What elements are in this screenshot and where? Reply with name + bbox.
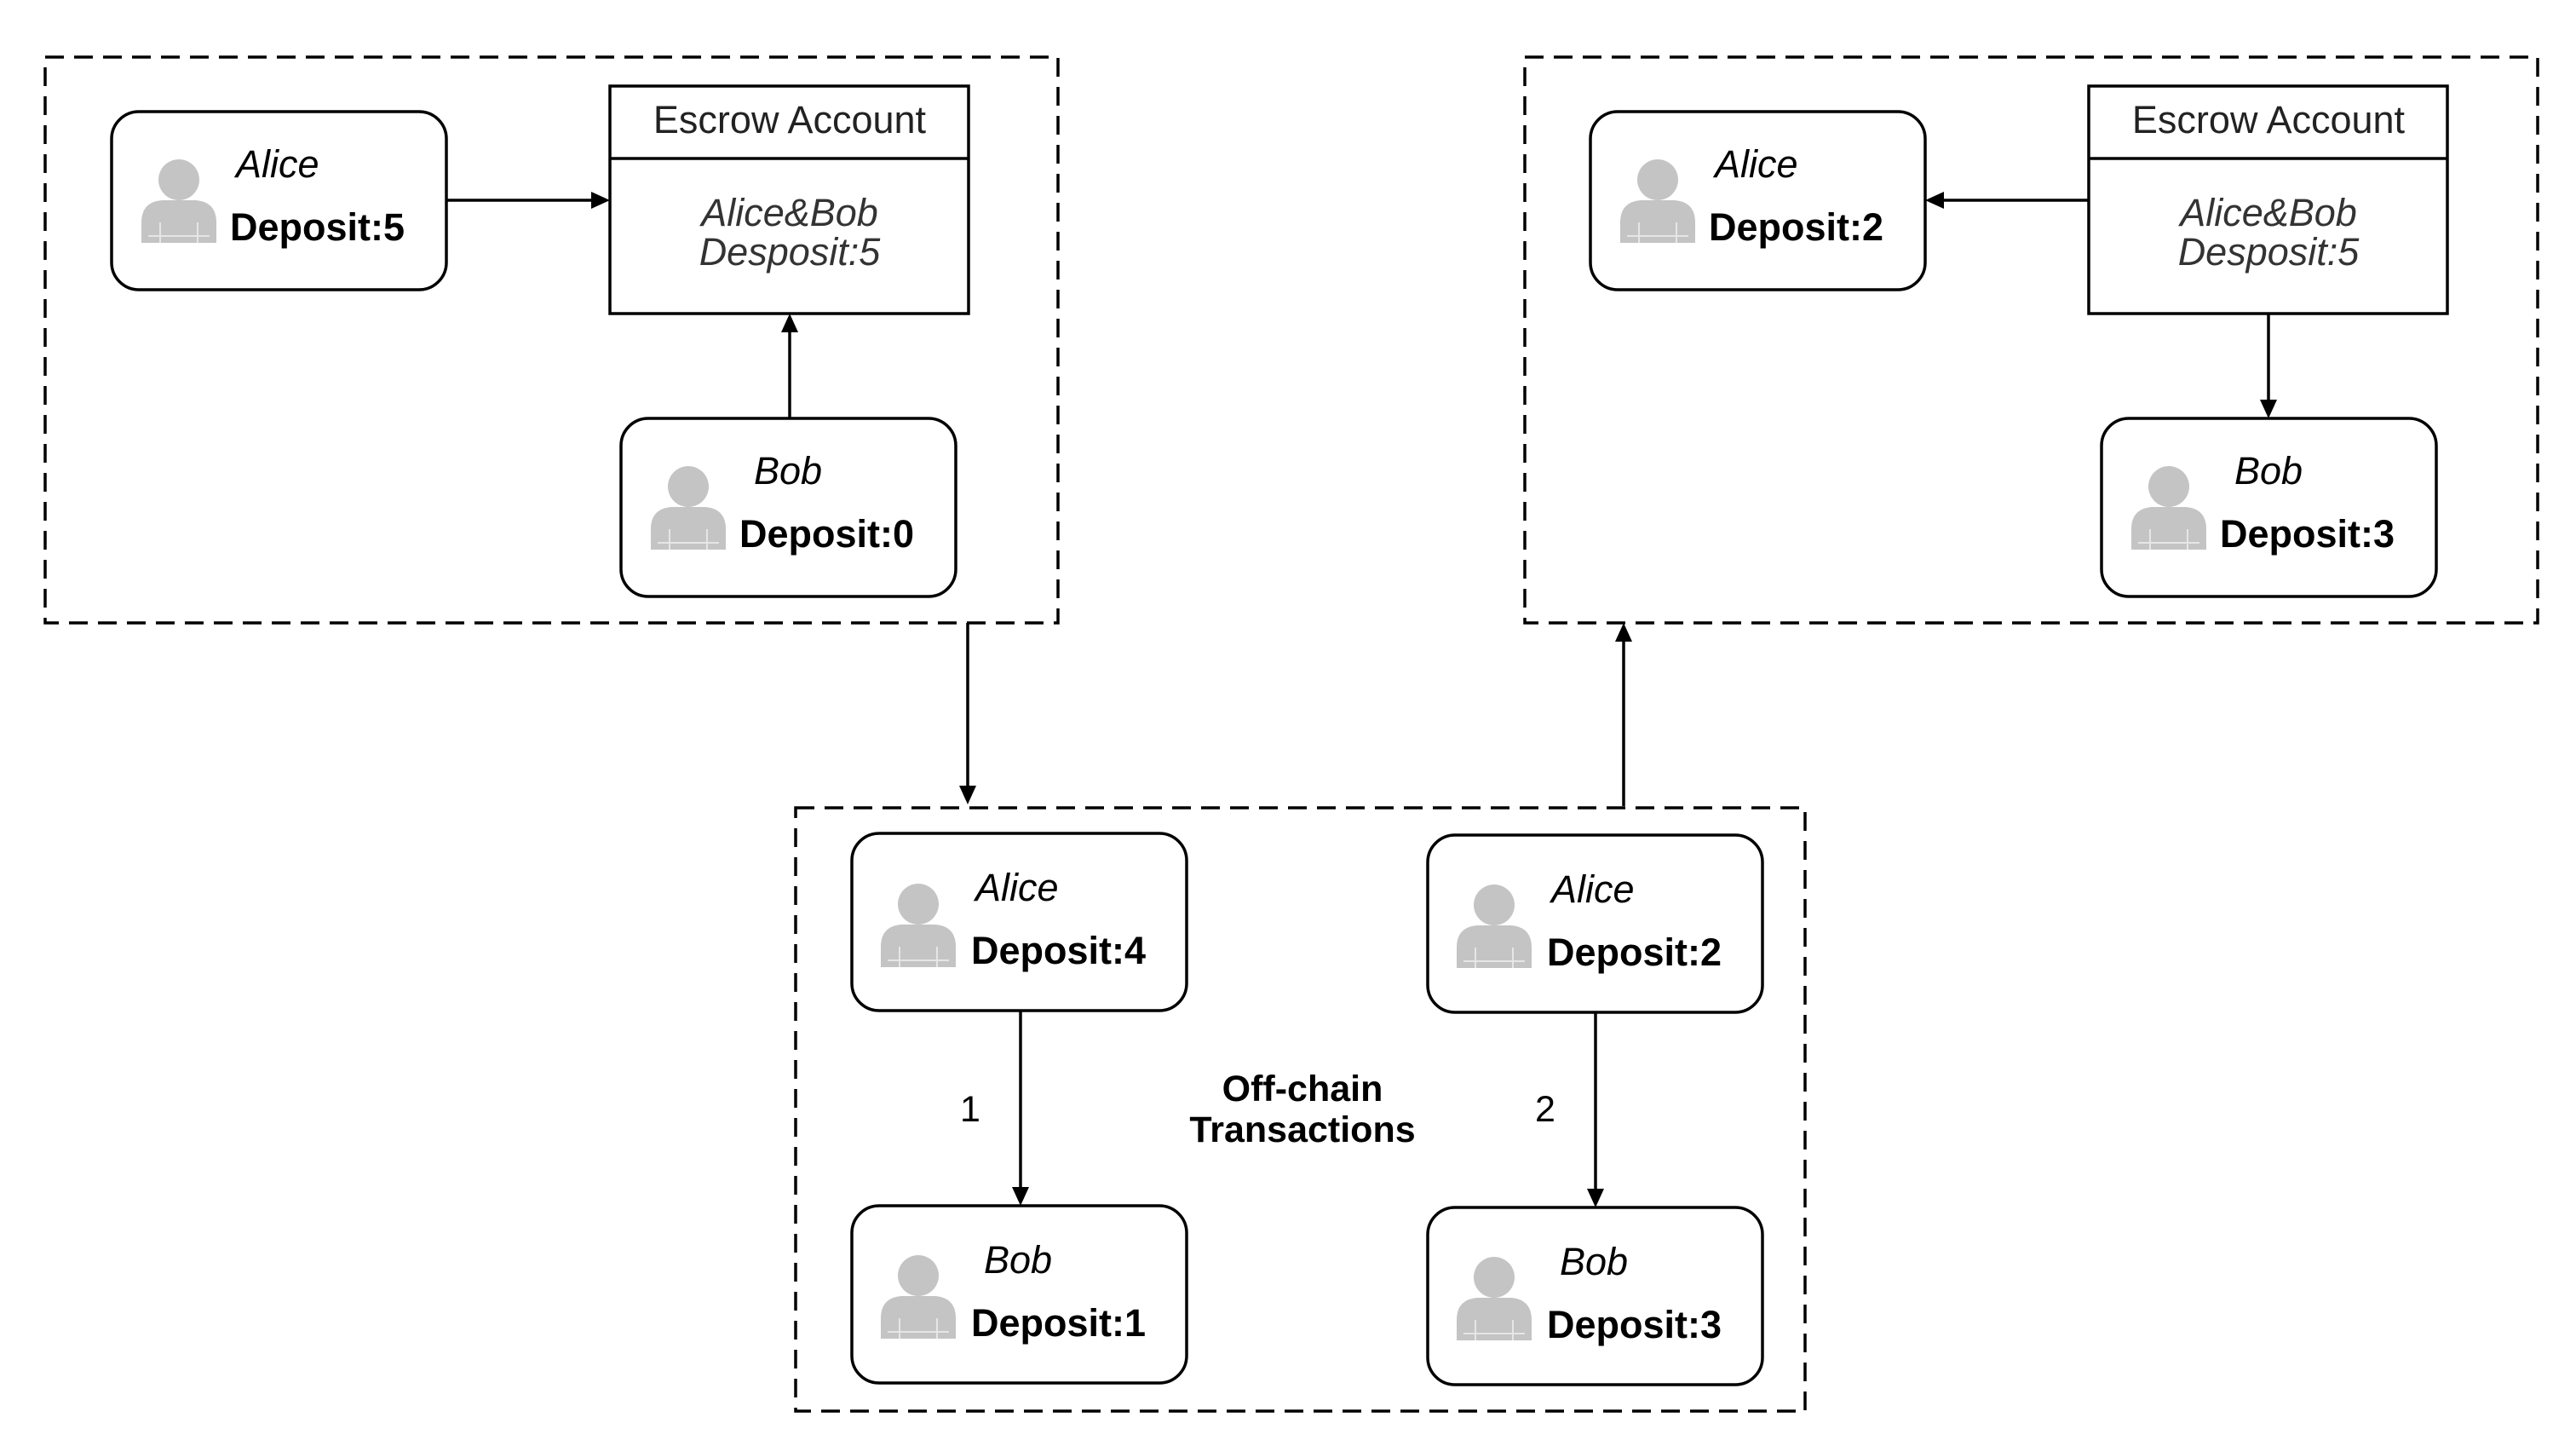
tx2-bob-node: Bob Deposit:3: [1426, 1206, 1764, 1386]
bob-node-final: Bob Deposit:3: [2100, 417, 2438, 598]
final-state-group: [1523, 55, 2539, 625]
alice-node-final: Alice Deposit:2: [1589, 110, 1927, 291]
bob-deposit: Deposit:1: [971, 1301, 1146, 1345]
arrow-close-channel: [1615, 623, 1632, 806]
bob-deposit: Deposit:0: [739, 512, 914, 556]
escrow-account-left: Escrow Account Alice&Bob Desposit:5: [608, 84, 970, 315]
alice-name: Alice: [233, 142, 319, 186]
step-label-1: 1: [960, 1089, 980, 1130]
escrow-parties: Alice&Bob: [2177, 191, 2357, 234]
escrow-parties: Alice&Bob: [699, 191, 878, 234]
offchain-group: [794, 806, 1807, 1413]
alice-deposit: Deposit:4: [971, 929, 1146, 972]
escrow-title: Escrow Account: [653, 98, 927, 141]
bob-name: Bob: [2234, 449, 2303, 493]
initial-state-group: [43, 55, 1060, 625]
arrow-bob-to-escrow: [781, 314, 798, 418]
alice-deposit: Deposit:5: [230, 205, 405, 249]
offchain-label-line2: Transactions: [1189, 1109, 1415, 1150]
bob-name: Bob: [984, 1238, 1052, 1282]
arrow-tx2: [1587, 1012, 1604, 1207]
alice-node-initial: Alice Deposit:5: [110, 110, 448, 291]
alice-name: Alice: [973, 866, 1059, 909]
arrow-alice-to-escrow: [446, 192, 610, 209]
escrow-deposit: Desposit:5: [699, 230, 882, 274]
bob-name: Bob: [754, 449, 822, 493]
escrow-account-right: Escrow Account Alice&Bob Desposit:5: [2087, 84, 2449, 315]
arrow-tx1: [1012, 1011, 1029, 1206]
alice-deposit: Deposit:2: [1547, 931, 1722, 974]
bob-deposit: Deposit:3: [1547, 1303, 1722, 1346]
step-label-2: 2: [1535, 1089, 1555, 1130]
bob-deposit: Deposit:3: [2220, 512, 2395, 556]
bob-node-initial: Bob Deposit:0: [619, 417, 957, 598]
tx2-alice-node: Alice Deposit:2: [1426, 833, 1764, 1014]
arrow-open-channel: [959, 623, 976, 804]
alice-name: Alice: [1549, 867, 1635, 911]
tx1-bob-node: Bob Deposit:1: [850, 1204, 1188, 1385]
offchain-label-line1: Off-chain: [1222, 1069, 1383, 1109]
arrow-escrow-to-alice: [1925, 192, 2089, 209]
arrow-escrow-to-bob: [2260, 314, 2277, 418]
alice-deposit: Deposit:2: [1709, 205, 1883, 249]
tx1-alice-node: Alice Deposit:4: [850, 832, 1188, 1012]
escrow-title: Escrow Account: [2132, 98, 2406, 141]
alice-name: Alice: [1712, 142, 1798, 186]
escrow-deposit: Desposit:5: [2178, 230, 2360, 274]
bob-name: Bob: [1560, 1240, 1628, 1283]
